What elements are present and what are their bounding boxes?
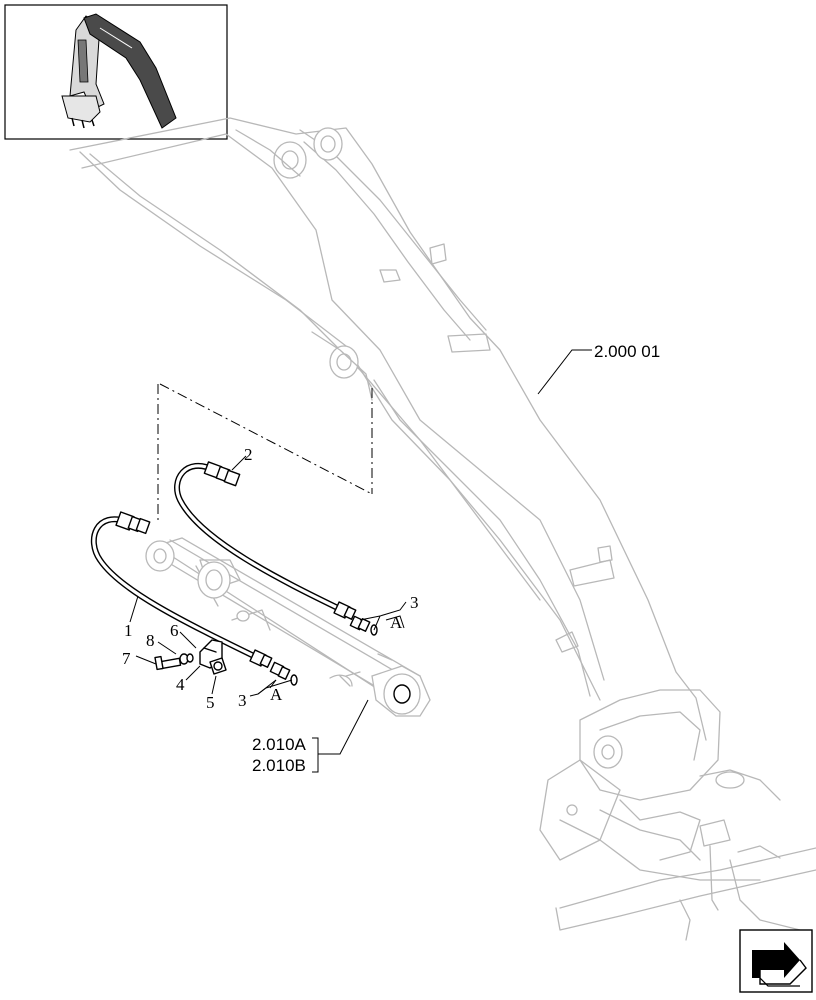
clamp-5 [209, 657, 227, 675]
callout-2[interactable]: 2 [244, 445, 253, 464]
callout-1[interactable]: 1 [124, 621, 133, 640]
adapter-fittings[interactable] [269, 615, 378, 686]
hose-1-top-fitting [115, 511, 151, 535]
excavator-boom-thumbnail-icon [61, 13, 177, 129]
hose-2-top-fitting [203, 461, 241, 487]
ref-cylinder-b[interactable]: 2.010B [252, 756, 306, 775]
bolt-7 [154, 655, 182, 671]
callout-3-top[interactable]: 3 [410, 593, 419, 612]
assembly-lines [157, 383, 373, 520]
callout-5[interactable]: 5 [206, 693, 215, 712]
leader-lines [129, 349, 592, 773]
callout-4[interactable]: 4 [176, 675, 185, 694]
return-arrow-icon[interactable] [739, 929, 813, 993]
callout-labels: 1 2 3 A 3 A 4 5 6 7 8 2.000 01 2.010A 2.… [122, 342, 660, 775]
callout-3-bottom[interactable]: 3 [238, 691, 247, 710]
adapter-top [349, 615, 378, 636]
callout-6[interactable]: 6 [170, 621, 179, 640]
hose-1[interactable] [90, 511, 273, 668]
ref-boom[interactable]: 2.000 01 [594, 342, 660, 361]
hose-1-bottom-fitting [249, 649, 273, 668]
washer-8 [179, 653, 194, 665]
boom-ghost [69, 117, 816, 941]
machine-thumbnail[interactable] [4, 4, 228, 140]
hose-2-bottom-fitting [333, 601, 357, 620]
hose-2[interactable] [174, 461, 357, 620]
ref-cylinder-a[interactable]: 2.010A [252, 735, 307, 754]
adapter-bottom [269, 661, 298, 686]
callout-7[interactable]: 7 [122, 649, 131, 668]
hydraulic-cylinder[interactable] [145, 537, 431, 717]
callout-detail-a-top: A [390, 613, 403, 632]
clamp-assembly[interactable] [154, 639, 227, 675]
callout-detail-a-bottom: A [270, 685, 283, 704]
callout-8[interactable]: 8 [146, 631, 155, 650]
